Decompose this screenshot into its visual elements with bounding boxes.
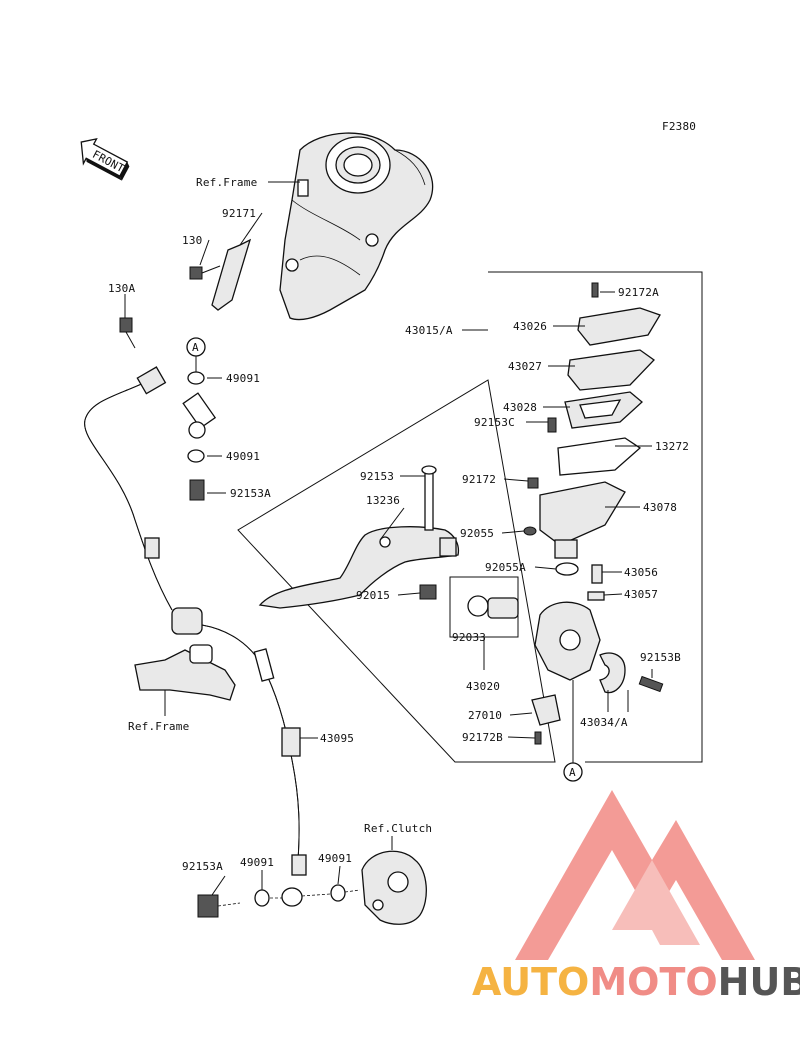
bolt-92153b xyxy=(638,675,664,693)
label-43028: 43028 xyxy=(503,401,537,414)
watermark-logo-icon xyxy=(515,790,755,960)
screw-92172a xyxy=(591,282,599,298)
bracket-92171 xyxy=(211,238,252,311)
label-92015: 92015 xyxy=(356,589,390,602)
clamp-43034a xyxy=(599,652,626,694)
frame-bracket-bottom xyxy=(134,649,236,701)
bolt-130 xyxy=(189,265,221,280)
label-ref-frame-top: Ref.Frame xyxy=(196,176,257,189)
label-92055: 92055 xyxy=(460,527,494,540)
label-43034a: 43034/A xyxy=(580,716,628,729)
screw-92172 xyxy=(527,477,539,489)
label-13236: 13236 xyxy=(366,494,400,507)
label-130: 130 xyxy=(182,234,202,247)
label-92033: 92033 xyxy=(452,631,486,644)
reservoir-43078 xyxy=(539,481,626,546)
screw-92172b xyxy=(534,731,542,745)
washer-49091-b xyxy=(187,449,205,463)
banjo-bolt-92153a-lower xyxy=(197,894,219,918)
label-92153a-b: 92153A xyxy=(182,860,223,873)
washer-49091-c xyxy=(254,889,270,907)
washer-49091-d xyxy=(330,884,346,902)
screw-92153c xyxy=(547,417,557,433)
label-92055a: 92055A xyxy=(485,561,526,574)
label-92171: 92171 xyxy=(222,207,256,220)
label-92153b: 92153B xyxy=(640,651,681,664)
label-49091-a: 49091 xyxy=(226,372,260,385)
label-92153a-a: 92153A xyxy=(230,487,271,500)
label-27010: 27010 xyxy=(468,709,502,722)
washer-49091-a xyxy=(187,371,205,385)
label-92172: 92172 xyxy=(462,473,496,486)
assembly-outline xyxy=(237,271,703,763)
banjo-fitting xyxy=(281,887,303,907)
part-labels: Ref.Frame 92171 130 130A 49091 49091 921… xyxy=(108,176,689,873)
label-49091-d: 49091 xyxy=(318,852,352,865)
cap-43057 xyxy=(587,591,605,601)
switch-27010 xyxy=(531,694,561,726)
label-43057: 43057 xyxy=(624,588,658,601)
svg-text:AUTOMOTOHUB: AUTOMOTOHUB xyxy=(472,960,800,1004)
circlip-92033 xyxy=(467,595,489,617)
label-92172a: 92172A xyxy=(618,286,659,299)
label-43027: 43027 xyxy=(508,360,542,373)
oring-92055 xyxy=(523,526,537,536)
label-43095: 43095 xyxy=(320,732,354,745)
figure-code: F2380 xyxy=(662,120,696,133)
label-13272: 13272 xyxy=(655,440,689,453)
watermark-auto: AUTO xyxy=(472,960,589,1004)
svg-text:A: A xyxy=(569,766,576,779)
bleeder-43056 xyxy=(591,564,603,584)
pivot-bolt-92153 xyxy=(424,469,434,531)
leader-lines xyxy=(124,181,653,896)
svg-text:A: A xyxy=(192,341,199,354)
label-92153c: 92153C xyxy=(474,416,515,429)
frame-head-part xyxy=(279,132,434,321)
label-43020: 43020 xyxy=(466,680,500,693)
label-ref-clutch: Ref.Clutch xyxy=(364,822,432,835)
label-49091-c: 49091 xyxy=(240,856,274,869)
label-92153: 92153 xyxy=(360,470,394,483)
bolt-130a xyxy=(119,317,136,349)
watermark-moto: MOTO xyxy=(589,960,717,1004)
label-92172b: 92172B xyxy=(462,731,503,744)
front-arrow-icon: FRONT xyxy=(80,137,130,181)
watermark-hub: HUB xyxy=(718,960,800,1004)
label-43078: 43078 xyxy=(643,501,677,514)
plate-43027 xyxy=(567,349,655,391)
label-43026: 43026 xyxy=(513,320,547,333)
cap-43026 xyxy=(577,307,661,346)
label-43056: 43056 xyxy=(624,566,658,579)
nut-92015 xyxy=(419,584,437,600)
clutch-hose-upper xyxy=(84,379,173,611)
banjo-bolt-92153a xyxy=(189,479,205,501)
gasket-13272 xyxy=(557,437,642,476)
label-ref-frame-bottom: Ref.Frame xyxy=(128,720,189,733)
label-130a: 130A xyxy=(108,282,135,295)
label-49091-b: 49091 xyxy=(226,450,260,463)
label-43015a: 43015/A xyxy=(405,324,453,337)
oring-92055a xyxy=(555,562,579,576)
